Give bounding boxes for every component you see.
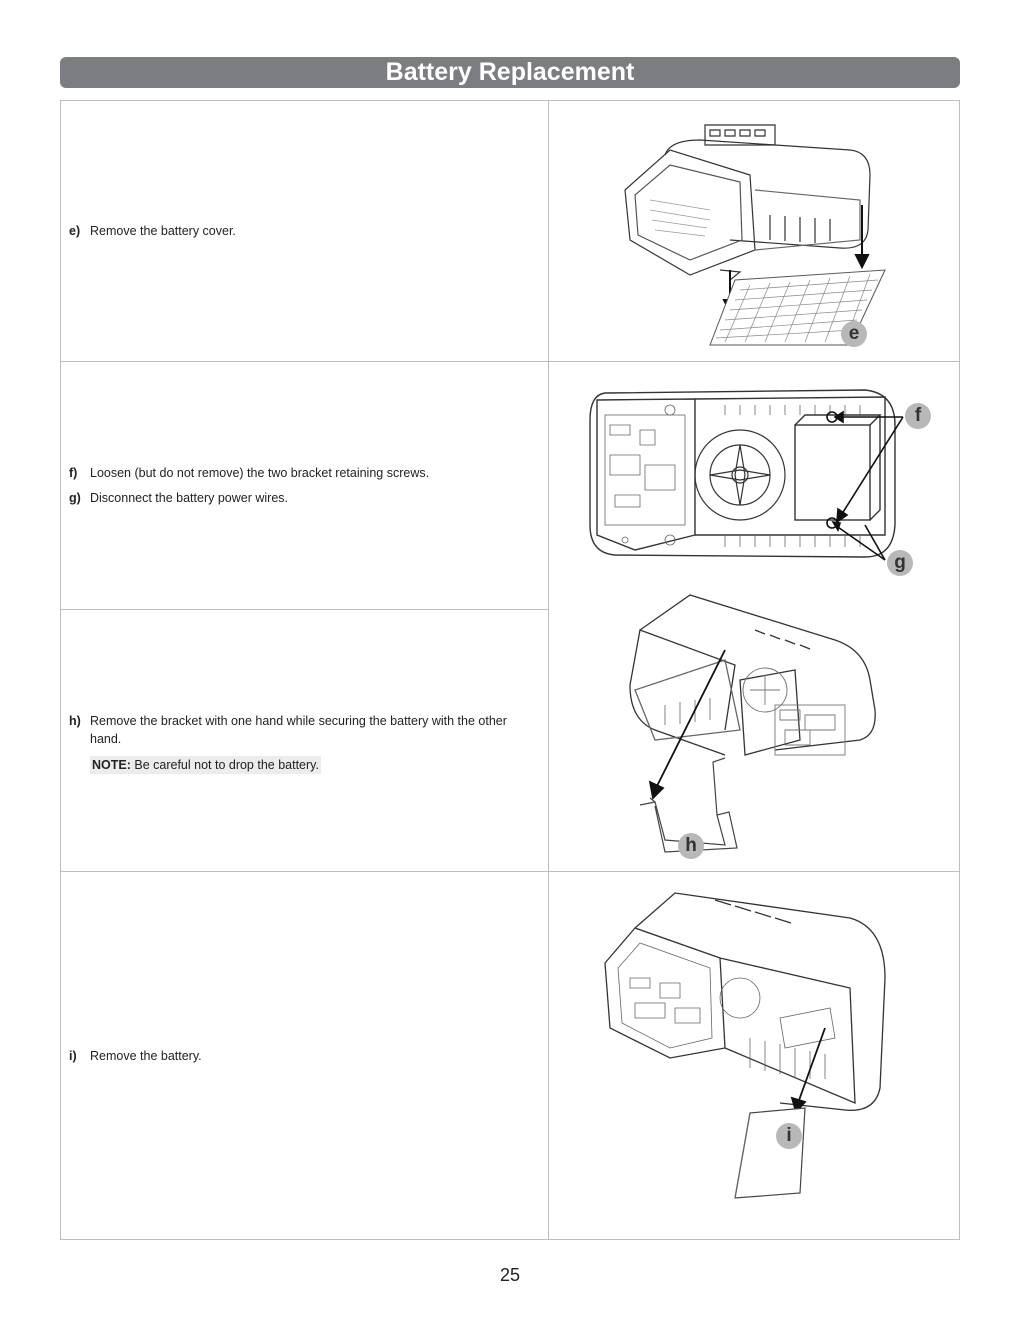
step-letter: h) bbox=[69, 713, 81, 728]
step-f: f) Loosen (but do not remove) the two br… bbox=[69, 464, 429, 482]
page-title: Battery Replacement bbox=[60, 57, 960, 88]
step-e: e) Remove the battery cover. bbox=[69, 222, 236, 240]
step-g: g) Disconnect the battery power wires. bbox=[69, 489, 429, 507]
step-i: i) Remove the battery. bbox=[69, 1047, 202, 1065]
step-letter: f) bbox=[69, 466, 78, 480]
note-box: NOTE: Be careful not to drop the battery… bbox=[90, 755, 321, 774]
step-text: Remove the battery. bbox=[90, 1048, 202, 1063]
instruction-table: e) Remove the battery cover. f) Loosen (… bbox=[60, 100, 960, 1240]
callout-h: h bbox=[678, 833, 704, 859]
step-letter: e) bbox=[69, 224, 81, 238]
note-text: Be careful not to drop the battery. bbox=[130, 757, 319, 772]
battery-cover-illustration bbox=[624, 124, 886, 346]
callout-f: f bbox=[905, 403, 931, 429]
step-cell-e: e) Remove the battery cover. bbox=[61, 101, 548, 361]
column-divider bbox=[548, 101, 549, 1239]
step-h: h) Remove the bracket with one hand whil… bbox=[69, 712, 520, 748]
step-text: Disconnect the battery power wires. bbox=[90, 491, 289, 505]
battery-removal-illustration bbox=[604, 892, 886, 1199]
bracket-removal-illustration bbox=[629, 594, 876, 853]
page-number: 25 bbox=[499, 1265, 521, 1285]
step-cell-h: h) Remove the bracket with one hand whil… bbox=[61, 610, 548, 871]
row-divider bbox=[61, 609, 548, 610]
step-text: Remove the bracket with one hand while s… bbox=[90, 713, 507, 746]
step-letter: g) bbox=[69, 491, 81, 505]
row-divider bbox=[61, 361, 959, 362]
callout-e: e bbox=[841, 321, 867, 347]
row-divider bbox=[61, 871, 959, 872]
step-cell-fg: f) Loosen (but do not remove) the two br… bbox=[61, 362, 548, 609]
bracket-screws-illustration bbox=[589, 389, 904, 561]
callout-i: i bbox=[776, 1123, 802, 1149]
note-label: NOTE: bbox=[92, 757, 131, 772]
step-letter: i) bbox=[69, 1048, 77, 1063]
step-text: Loosen (but do not remove) the two brack… bbox=[90, 466, 430, 480]
step-text: Remove the battery cover. bbox=[90, 224, 236, 238]
callout-g: g bbox=[887, 550, 913, 576]
step-cell-i: i) Remove the battery. bbox=[61, 872, 548, 1239]
